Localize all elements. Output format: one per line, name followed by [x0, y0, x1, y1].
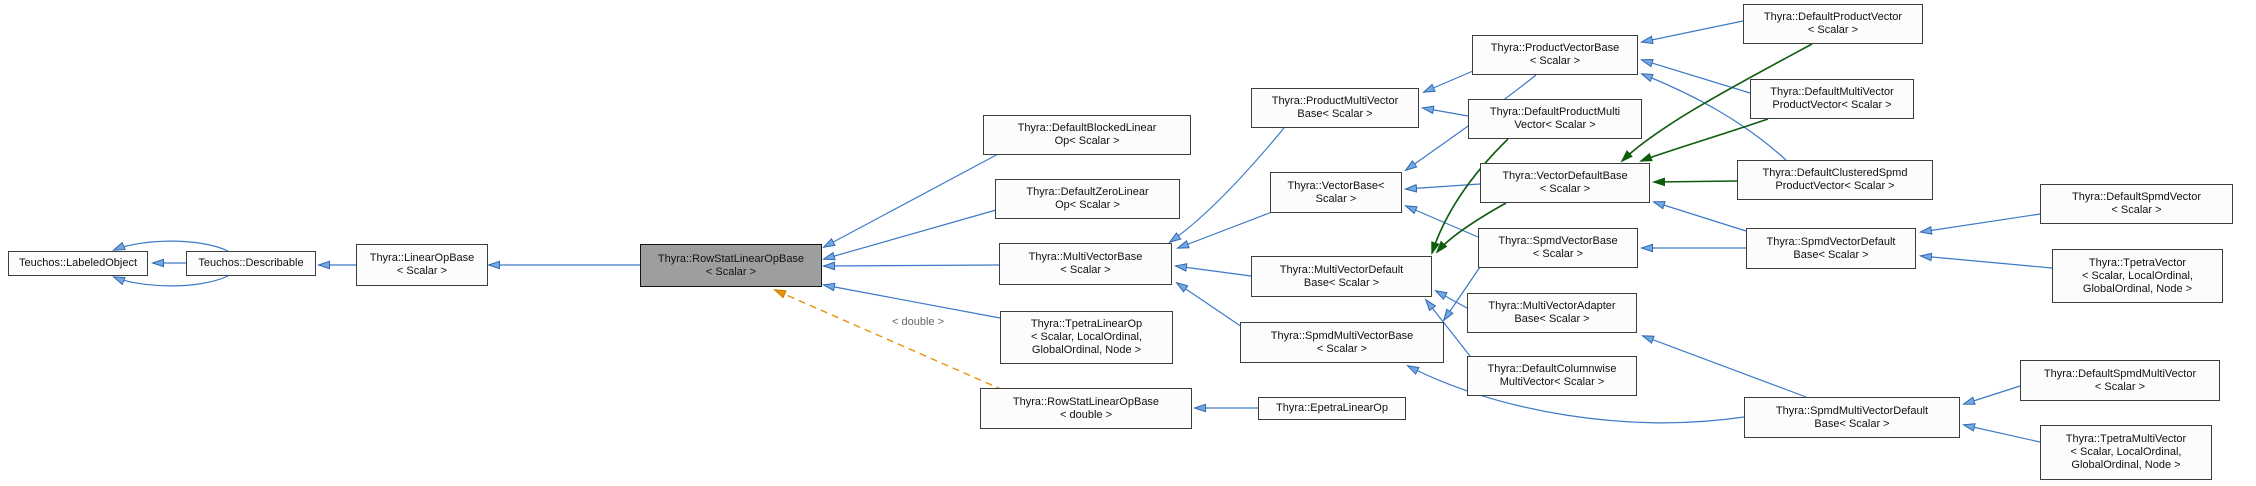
edge-defaultspmdvector-spmdvectordefaultbase: [1921, 213, 2041, 232]
edge-rowstatdouble-rowstat-template: [775, 290, 1004, 391]
node-thyra-tpetramultivector[interactable]: Thyra::TpetraMultiVector < Scalar, Local…: [2040, 425, 2212, 480]
node-thyra-vectorbase[interactable]: Thyra::VectorBase< Scalar >: [1270, 172, 1402, 213]
node-thyra-spmdmultivectorbase[interactable]: Thyra::SpmdMultiVectorBase < Scalar >: [1240, 322, 1444, 363]
node-thyra-vectordefaultbase[interactable]: Thyra::VectorDefaultBase < Scalar >: [1480, 163, 1650, 203]
node-thyra-defaultcolumnwisemultivector[interactable]: Thyra::DefaultColumnwise MultiVector< Sc…: [1467, 356, 1637, 396]
edge-describable-labeledobject-arc-bottom: [114, 275, 229, 287]
node-thyra-linearopbase[interactable]: Thyra::LinearOpBase < Scalar >: [356, 244, 488, 286]
edge-defaultzero-rowstat: [824, 209, 997, 259]
node-thyra-defaultproductvector[interactable]: Thyra::DefaultProductVector < Scalar >: [1743, 4, 1923, 44]
edge-defaultproductmultivector-productmultivectorbase: [1423, 108, 1469, 117]
edge-defaultblocked-rowstat: [824, 152, 1001, 247]
node-teuchos-labeledobject[interactable]: Teuchos::LabeledObject: [8, 251, 148, 276]
node-thyra-tpetravector[interactable]: Thyra::TpetraVector < Scalar, LocalOrdin…: [2052, 249, 2223, 303]
node-thyra-spmdvectordefaultbase[interactable]: Thyra::SpmdVectorDefault Base< Scalar >: [1746, 228, 1916, 269]
edge-defaultspmdmultivector-spmdmultivectordefaultbase: [1964, 385, 2021, 404]
edge-tpetravector-spmdvectordefaultbase: [1921, 256, 2053, 269]
edge-vectorbase-multivectorbase: [1178, 211, 1273, 248]
node-thyra-defaultspmdmultivector[interactable]: Thyra::DefaultSpmdMultiVector < Scalar >: [2020, 360, 2220, 401]
edge-productvectorbase-productmultivectorbase: [1424, 70, 1474, 92]
node-thyra-multivectorbase[interactable]: Thyra::MultiVectorBase < Scalar >: [999, 243, 1172, 285]
edge-spmdmultivectordefaultbase-multivectoradapterbase: [1643, 336, 1807, 398]
edge-spmdvectordefaultbase-vectordefaultbase: [1654, 202, 1747, 232]
template-args-label: < double >: [892, 316, 944, 328]
edge-spmdvectorbase-vectorbase: [1406, 206, 1479, 238]
edge-multivectordefaultbase-multivectorbase: [1176, 266, 1252, 277]
node-thyra-spmdvectorbase[interactable]: Thyra::SpmdVectorBase < Scalar >: [1478, 228, 1638, 268]
node-thyra-tpetralinearop[interactable]: Thyra::TpetraLinearOp < Scalar, LocalOrd…: [1000, 311, 1173, 364]
node-thyra-spmdmultivectordefaultbase[interactable]: Thyra::SpmdMultiVectorDefault Base< Scal…: [1744, 397, 1960, 438]
edge-tpetralinearop-rowstat: [824, 285, 1001, 319]
node-thyra-productvectorbase[interactable]: Thyra::ProductVectorBase < Scalar >: [1472, 35, 1638, 75]
node-thyra-defaultmultivectorproductvector[interactable]: Thyra::DefaultMultiVector ProductVector<…: [1750, 79, 1914, 119]
node-thyra-defaultclusteredspmdproductvector[interactable]: Thyra::DefaultClusteredSpmd ProductVecto…: [1737, 160, 1933, 200]
edge-defaultproductvector-productvectorbase: [1642, 20, 1744, 42]
edge-describable-labeledobject-arc-top: [114, 240, 229, 252]
edge-vectordefaultbase-vectorbase: [1406, 183, 1481, 189]
edge-defaultmultivectorproductvector-vectordefaultbase-protected: [1641, 118, 1769, 161]
node-thyra-rowstatlinearopbase-double[interactable]: Thyra::RowStatLinearOpBase < double >: [980, 388, 1192, 429]
node-thyra-multivectordefaultbase[interactable]: Thyra::MultiVectorDefault Base< Scalar >: [1251, 256, 1432, 297]
node-thyra-defaultzerolinearop[interactable]: Thyra::DefaultZeroLinear Op< Scalar >: [995, 179, 1180, 219]
node-thyra-defaultspmdvector[interactable]: Thyra::DefaultSpmdVector < Scalar >: [2040, 184, 2233, 224]
edge-multivectoradapterbase-multivectordefaultbase: [1436, 291, 1468, 309]
node-thyra-defaultblockedlinearop[interactable]: Thyra::DefaultBlockedLinear Op< Scalar >: [983, 115, 1191, 155]
node-teuchos-describable[interactable]: Teuchos::Describable: [186, 251, 316, 276]
edge-defaultmultivectorproductvector-productvectorbase: [1642, 60, 1751, 94]
node-thyra-rowstatlinearopbase-scalar-focus: Thyra::RowStatLinearOpBase < Scalar >: [640, 244, 822, 287]
edge-tpetramultivector-spmdmultivectordefaultbase: [1964, 425, 2041, 443]
node-thyra-productmultivectorbase[interactable]: Thyra::ProductMultiVector Base< Scalar >: [1251, 88, 1419, 128]
node-thyra-multivectoradapterbase[interactable]: Thyra::MultiVectorAdapter Base< Scalar >: [1467, 293, 1637, 333]
node-thyra-defaultproductmultivector[interactable]: Thyra::DefaultProductMulti Vector< Scala…: [1468, 99, 1642, 139]
edge-defaultclusteredspmd-vectordefaultbase-protected: [1654, 181, 1738, 182]
node-thyra-epetralinearop[interactable]: Thyra::EpetraLinearOp: [1258, 397, 1406, 420]
edge-multivectorbase-rowstat: [824, 265, 1000, 266]
edge-spmdmultivectorbase-multivectorbase: [1177, 283, 1243, 328]
